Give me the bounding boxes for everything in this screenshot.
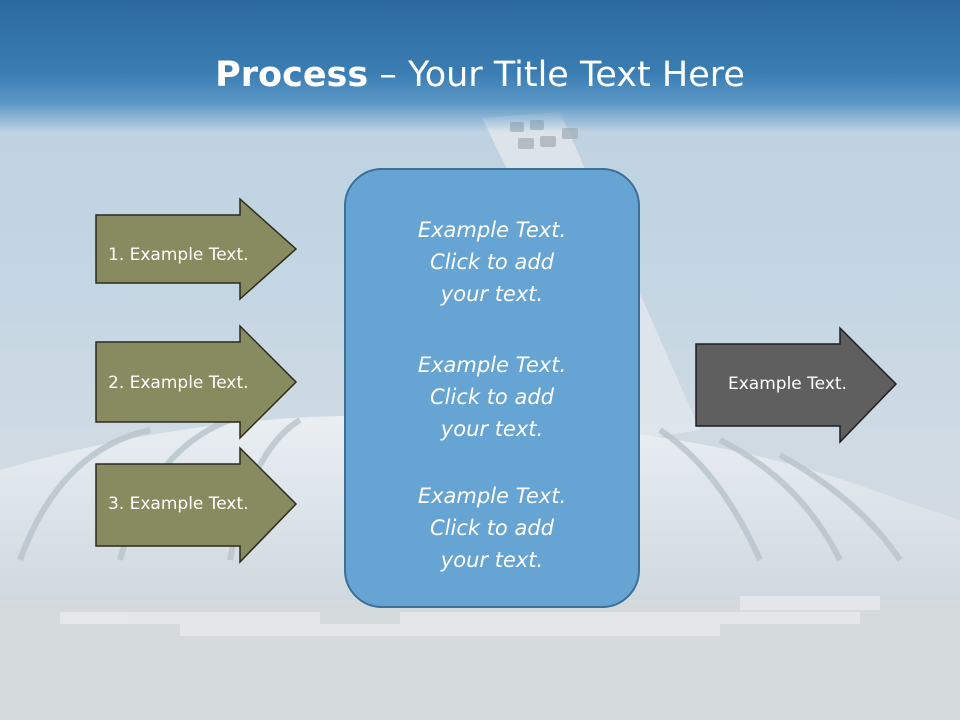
center-text-line: your text.: [440, 548, 544, 572]
slide-title: Process – Your Title Text Here: [0, 54, 960, 96]
center-text-box[interactable]: Example Text. Click to add your text. Ex…: [344, 168, 640, 608]
title-bold: Process: [215, 55, 369, 95]
step-label-1: 1. Example Text.: [108, 245, 249, 265]
step-arrow-2[interactable]: [94, 324, 300, 440]
center-text-line: Click to add: [429, 250, 554, 274]
center-text-block-1: Example Text. Click to add your text.: [346, 214, 638, 310]
title-band: [0, 0, 960, 132]
center-text-line: Example Text.: [417, 218, 567, 242]
step-arrow-1[interactable]: [94, 197, 300, 301]
step-label-2: 2. Example Text.: [108, 373, 249, 393]
center-text-block-3: Example Text. Click to add your text.: [346, 480, 638, 576]
center-text-line: your text.: [440, 417, 544, 441]
center-text-line: Click to add: [429, 385, 554, 409]
center-text-line: your text.: [440, 282, 544, 306]
step-label-3: 3. Example Text.: [108, 494, 249, 514]
title-rest: Your Title Text Here: [407, 55, 745, 95]
center-text-line: Click to add: [429, 516, 554, 540]
center-text-line: Example Text.: [417, 484, 567, 508]
title-separator: –: [368, 55, 408, 95]
step-arrow-3[interactable]: [94, 446, 300, 564]
center-text-line: Example Text.: [417, 353, 567, 377]
center-text-block-2: Example Text. Click to add your text.: [346, 349, 638, 445]
output-arrow[interactable]: [694, 326, 900, 444]
output-label: Example Text.: [728, 374, 847, 394]
